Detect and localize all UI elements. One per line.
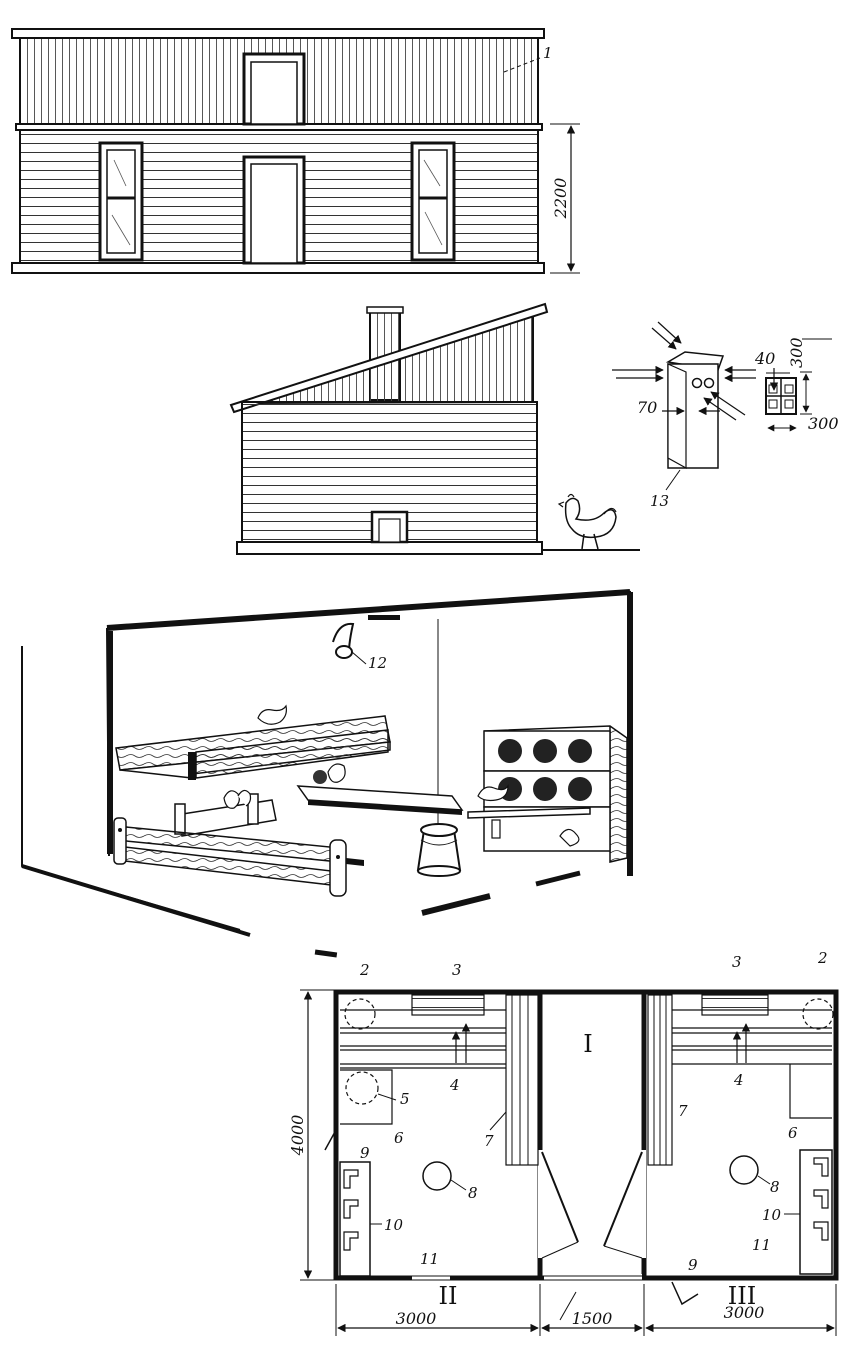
nest-box-cabinet [467,725,628,863]
callout-4-left: 4 [449,1076,460,1094]
callout-2-right: 2 [817,949,828,967]
callout-3-left: 3 [452,961,462,979]
callout-13: 13 [650,492,669,510]
callout-11-right: 11 [752,1236,771,1254]
perch-board [296,763,464,815]
callout-9-right: 9 [688,1256,698,1274]
width-dimension-right: 3000 [724,1303,765,1322]
front-elevation: 1 2200 [11,28,580,274]
ventilation-detail: 70 13 40 300 300 [612,321,839,510]
waterer [416,823,462,877]
room-label-left: II [439,1282,458,1310]
dropping-board [115,704,391,780]
room-label-right: III [728,1282,756,1310]
callout-6-right: 6 [788,1124,798,1142]
width-dimension-vestibule: 1500 [572,1309,613,1328]
callout-3-right: 3 [732,953,742,971]
callout-8-right: 8 [770,1178,780,1196]
callout-5-left: 5 [400,1090,410,1108]
callout-11-left: 11 [420,1250,439,1268]
callout-2-left: 2 [359,961,370,979]
callout-6-left: 6 [394,1129,404,1147]
height-dimension: 2200 [551,178,570,220]
callout-4-right: 4 [733,1071,744,1089]
callout-9-left: 9 [360,1144,370,1162]
room-label-vestibule: I [583,1030,592,1058]
callout-8-left: 8 [468,1184,478,1202]
callout-10-left: 10 [384,1216,404,1234]
side-elevation [229,302,640,555]
callout-7-left: 7 [484,1132,494,1150]
width-dimension-left: 3000 [396,1309,437,1328]
left-window [98,141,144,262]
vent-dimension-300-horizontal: 300 [808,414,839,433]
floor-feeder [174,789,277,837]
callout-10-right: 10 [762,1206,782,1224]
lamp-fixture: 12 [332,622,387,672]
callout-7-right: 7 [678,1102,688,1120]
depth-dimension: 4000 [288,1115,307,1157]
vent-dimension-70: 70 [637,398,657,417]
right-window [410,141,456,262]
vent-dimension-40: 40 [754,349,775,368]
callout-12: 12 [368,654,387,672]
callout-1: 1 [543,44,553,62]
vent-dimension-300-vertical: 300 [787,337,806,368]
low-trough [113,817,364,897]
rooster-illustration [557,493,617,550]
floor-plan: I II III 2 3 4 5 6 7 8 9 10 11 3 2 4 6 7… [288,949,839,1336]
interior-perspective: 12 [21,589,633,958]
